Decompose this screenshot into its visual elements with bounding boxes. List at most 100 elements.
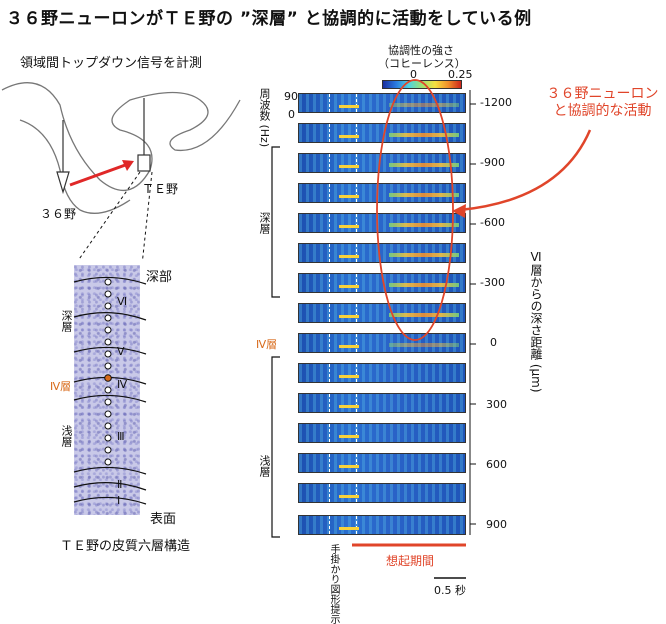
layer-brackets — [271, 146, 280, 538]
cue-offset-line — [356, 94, 357, 112]
coherence-band — [389, 313, 459, 317]
stimulus-response-band — [339, 255, 359, 258]
freq-min: 0 — [288, 108, 295, 121]
cortex-caption: ＴＥ野の皮質六層構造 — [60, 539, 191, 554]
coherence-band — [389, 193, 459, 197]
surface-label: 表面 — [150, 512, 177, 527]
recall-period-bar — [352, 543, 466, 547]
stimulus-response-band — [339, 495, 359, 498]
depth-axis-label: Ⅵ層からの深さ距離 (μm) — [529, 250, 543, 393]
depth-tick: 600 — [486, 458, 507, 471]
cue-offset-line — [356, 424, 357, 442]
layer-III: Ⅲ — [117, 430, 125, 443]
spectrogram-panel — [298, 303, 466, 323]
stimulus-response-band — [339, 285, 359, 288]
coherence-band — [389, 103, 459, 107]
cue-onset-line — [329, 184, 330, 202]
left-deep-layer: 深層 — [60, 310, 73, 332]
layer-boundaries — [73, 276, 147, 505]
cue-onset-line — [329, 334, 330, 352]
cue-onset-line — [329, 364, 330, 382]
spectrogram-panel — [298, 183, 466, 203]
spectrogram-panel — [298, 453, 466, 473]
spectrogram-panel — [298, 393, 466, 413]
depth-tick: -600 — [480, 216, 505, 229]
stimulus-response-band — [339, 375, 359, 378]
spectrogram-panel — [298, 123, 466, 143]
stimulus-response-band — [339, 405, 359, 408]
cue-offset-line — [356, 394, 357, 412]
cue-onset-line — [329, 154, 330, 172]
layer-IV: Ⅳ — [117, 378, 128, 391]
depth-tick: 900 — [486, 518, 507, 531]
colorbar-max: 0.25 — [448, 68, 473, 81]
spectrogram-panel — [298, 243, 466, 263]
stimulus-response-band — [339, 527, 359, 530]
areaTE-label: ＴＥ野 — [142, 182, 179, 196]
cue-offset-line — [356, 244, 357, 262]
left-shallow-layer: 浅層 — [60, 425, 73, 447]
coherence-band — [389, 163, 459, 167]
cue-offset-line — [356, 364, 357, 382]
cue-onset-line — [329, 94, 330, 112]
right-layer4: Ⅳ層 — [256, 338, 278, 351]
recall-period-label: 想起期間 — [386, 554, 435, 568]
cue-offset-line — [356, 184, 357, 202]
stimulus-response-band — [339, 315, 359, 318]
coherence-band — [389, 343, 459, 347]
colorbar-min: 0 — [410, 68, 417, 81]
colorbar-subtitle: （コヒーレンス） — [378, 57, 466, 70]
colorbar-title: 協調性の強さ — [388, 44, 454, 57]
scale-label: 0.5 秒 — [434, 584, 466, 597]
depth-tick: 300 — [486, 398, 507, 411]
freq-max: 90 — [284, 90, 298, 103]
coherence-annotation: ３６野ニューロンと協調的な活動 — [546, 86, 659, 119]
depth-tick: 0 — [490, 336, 497, 349]
stimulus-response-band — [339, 165, 359, 168]
annotation-overlay — [376, 79, 592, 341]
stimulus-response-band — [339, 225, 359, 228]
area36-label: ３６野 — [40, 207, 77, 221]
depth-tick: -900 — [480, 156, 505, 169]
layer-V: Ⅴ — [117, 345, 125, 358]
cue-onset-line — [329, 424, 330, 442]
cue-onset-line — [329, 454, 330, 472]
cue-offset-line — [356, 516, 357, 534]
spectrogram-panel — [298, 93, 466, 113]
frequency-label: 周波数 (Hz) — [258, 88, 271, 148]
spectrogram-panel — [298, 213, 466, 233]
stimulus-response-band — [339, 465, 359, 468]
spectrogram-panel — [298, 153, 466, 173]
stimulus-response-band — [339, 135, 359, 138]
depth-tick: -300 — [480, 276, 505, 289]
colorbar — [382, 80, 462, 89]
cue-label: 手掛かり図形提示 — [328, 544, 339, 624]
coherence-band — [389, 133, 459, 137]
stimulus-response-band — [339, 435, 359, 438]
cue-offset-line — [356, 154, 357, 172]
right-shallow-layer: 浅層 — [258, 455, 271, 477]
cue-offset-line — [356, 334, 357, 352]
deep-label: 深部 — [146, 270, 173, 285]
left-layer4: Ⅳ層 — [50, 380, 72, 393]
cue-offset-line — [356, 214, 357, 232]
stimulus-response-band — [339, 105, 359, 108]
stimulus-response-band — [339, 195, 359, 198]
spectrogram-panel — [298, 333, 466, 353]
cue-onset-line — [329, 274, 330, 292]
depth-axis — [469, 90, 476, 535]
stimulus-response-band — [339, 345, 359, 348]
figure-title: ３６野ニューロンがＴＥ野の ”深層” と協調的に活動をしている例 — [6, 9, 532, 29]
cue-onset-line — [329, 516, 330, 534]
cue-offset-line — [356, 484, 357, 502]
scale-bar — [434, 577, 466, 579]
cue-onset-line — [329, 484, 330, 502]
coherence-band — [389, 253, 459, 257]
cue-offset-line — [356, 304, 357, 322]
cue-onset-line — [329, 214, 330, 232]
coherence-band — [389, 223, 459, 227]
coherence-band — [389, 283, 459, 287]
right-deep-layer: 深層 — [258, 212, 271, 234]
cue-offset-line — [356, 124, 357, 142]
cue-onset-line — [329, 394, 330, 412]
